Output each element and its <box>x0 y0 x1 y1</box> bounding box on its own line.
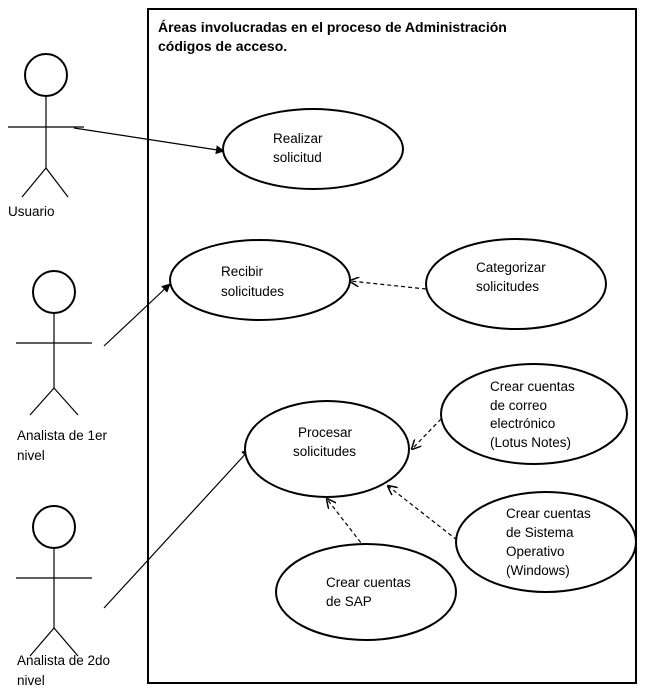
svg-text:Categorizar: Categorizar <box>476 260 546 275</box>
svg-text:(Lotus Notes): (Lotus Notes) <box>490 435 571 450</box>
svg-text:Realizar: Realizar <box>273 131 323 146</box>
svg-text:Operativo: Operativo <box>506 544 565 559</box>
use-case-crear-cuentas-sistema: Crear cuentas de Sistema Operativo (Wind… <box>455 491 637 593</box>
actor-analista1-label-line2: nivel <box>17 448 45 463</box>
use-case-realizar-solicitud: Realizar solicitud <box>222 108 404 190</box>
svg-text:de SAP: de SAP <box>326 594 372 609</box>
svg-text:de Sistema: de Sistema <box>506 525 574 540</box>
svg-text:Crear cuentas: Crear cuentas <box>490 379 575 394</box>
actor-usuario-label: Usuario <box>8 204 55 219</box>
system-boundary <box>147 8 637 684</box>
association-analista1-recibir <box>103 283 171 347</box>
use-case-procesar-solicitudes: Procesar solicitudes <box>244 400 410 498</box>
svg-text:Recibir: Recibir <box>221 264 264 279</box>
actor-analista2-label-line1: Analista de 2do <box>17 653 110 668</box>
svg-text:Crear cuentas: Crear cuentas <box>326 575 411 590</box>
dependency-correo-procesar <box>412 418 442 449</box>
dependency-sistema-procesar <box>388 486 458 541</box>
svg-text:electrónico: electrónico <box>490 416 555 431</box>
use-case-recibir-solicitudes: Recibir solicitudes <box>169 239 351 321</box>
use-case-crear-cuentas-correo: Crear cuentas de correo electrónico (Lot… <box>440 363 628 465</box>
dependency-sap-procesar <box>327 499 366 549</box>
svg-text:(Windows): (Windows) <box>506 563 570 578</box>
use-case-categorizar-solicitudes: Categorizar solicitudes <box>425 238 607 330</box>
association-usuario-realizar <box>73 127 225 155</box>
actor-analista-2do-nivel: Analista de 2do nivel <box>16 505 110 688</box>
svg-text:solicitudes: solicitudes <box>221 284 284 299</box>
svg-text:Procesar: Procesar <box>298 425 353 440</box>
svg-text:solicitudes: solicitudes <box>293 444 356 459</box>
actor-analista-1er-nivel: Analista de 1er nivel <box>16 270 108 463</box>
actor-analista2-label-line2: nivel <box>17 673 45 688</box>
svg-text:solicitud: solicitud <box>273 150 322 165</box>
svg-text:Crear cuentas: Crear cuentas <box>506 506 591 521</box>
system-title-line1: Áreas involucradas en el proceso de Admi… <box>158 19 507 35</box>
svg-text:solicitudes: solicitudes <box>476 279 539 294</box>
system-title-line2: códigos de acceso. <box>158 38 287 54</box>
use-case-crear-cuentas-sap: Crear cuentas de SAP <box>275 543 457 641</box>
actor-analista1-label-line1: Analista de 1er <box>17 428 108 443</box>
association-analista2-procesar <box>103 448 251 609</box>
actor-usuario: Usuario <box>8 53 84 219</box>
dependency-categorizar-recibir <box>350 281 427 290</box>
svg-text:de correo: de correo <box>490 398 547 413</box>
